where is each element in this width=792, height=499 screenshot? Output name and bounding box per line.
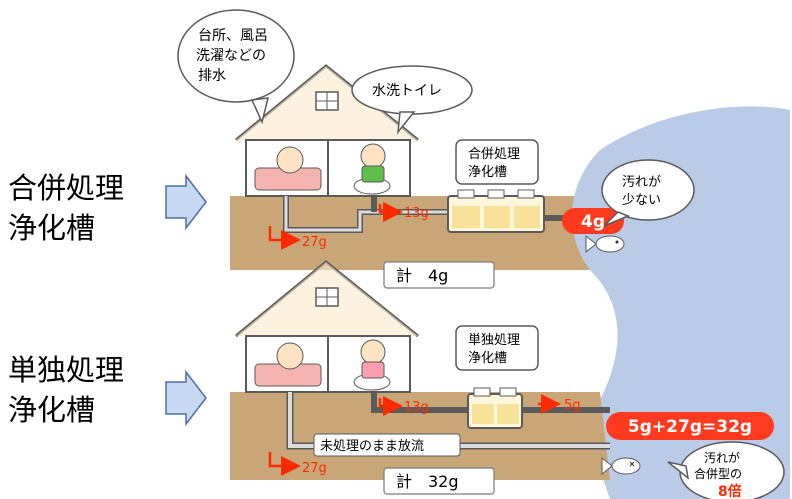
output-badge-bottom xyxy=(606,412,774,440)
river-bubble-top-line2: 少ない xyxy=(622,193,661,208)
label-combined-line2: 浄化槽 xyxy=(8,211,96,245)
person-toilet-icon xyxy=(360,339,386,365)
total-top: 計 4g xyxy=(396,266,448,285)
house-amount-bottom: 27g xyxy=(302,461,327,476)
output-amount-top: 4g xyxy=(581,212,605,232)
toilet-amount-top: 13g xyxy=(404,206,429,221)
window-icon xyxy=(315,91,339,111)
fish-icon xyxy=(585,234,625,254)
untreated-label-box xyxy=(313,433,461,457)
combined-tank xyxy=(447,189,545,233)
label-combined-tank: 合併処理 浄化槽 xyxy=(8,168,124,248)
tank-sign-bottom xyxy=(455,325,539,371)
single-tank xyxy=(467,387,523,429)
untreated-label: 未処理のまま放流 xyxy=(320,439,424,454)
label-single-line2: 浄化槽 xyxy=(8,393,96,427)
bubble-kitchen-line1: 台所、風呂 xyxy=(198,28,268,44)
tank-sign-bottom-line2: 浄化槽 xyxy=(468,351,507,366)
label-single-line1: 単独処理 xyxy=(8,353,125,387)
person-toilet-icon xyxy=(360,143,386,169)
output-amount-bottom: 5g+27g=32g xyxy=(628,417,752,437)
person-bath-icon xyxy=(276,342,304,370)
total-box-bottom xyxy=(383,467,495,495)
bubble-kitchen-line2: 洗濯などの xyxy=(196,48,266,64)
house-top xyxy=(235,64,419,197)
person-bath-icon xyxy=(276,146,304,174)
tank-sign-top xyxy=(455,139,539,185)
output-badge-top xyxy=(562,208,624,234)
bubble-river-top xyxy=(601,159,695,221)
label-single-tank: 単独処理 浄化槽 xyxy=(8,350,124,430)
tank-sign-top-line2: 浄化槽 xyxy=(468,165,507,180)
bubble-toilet-text: 水洗トイレ xyxy=(372,83,442,99)
river-bubble-top-line1: 汚れが xyxy=(622,175,661,190)
house-amount-top: 27g xyxy=(302,235,327,250)
river-bubble-bottom-line2: 合併型の xyxy=(694,466,742,481)
label-combined-line1: 合併処理 xyxy=(8,171,125,205)
total-box-top xyxy=(383,261,495,289)
arrow-right-icon xyxy=(165,173,207,231)
fish-icon xyxy=(601,456,641,476)
bubble-kitchen xyxy=(177,9,295,103)
tank-sign-top-line1: 合併処理 xyxy=(468,147,520,162)
house-bottom xyxy=(235,260,419,393)
river-bubble-bottom-line1: 汚れが xyxy=(704,450,740,465)
tank-output-bottom: 5g xyxy=(564,398,581,413)
river-bubble-bottom-emphasis: 8倍 xyxy=(718,483,742,499)
total-bottom: 計 32g xyxy=(396,472,459,491)
arrow-right-icon xyxy=(165,369,207,427)
toilet-amount-bottom: 13g xyxy=(404,400,429,415)
bubble-kitchen-line3: 排水 xyxy=(198,68,226,84)
tank-sign-bottom-line1: 単独処理 xyxy=(468,332,520,348)
window-icon xyxy=(315,287,339,307)
